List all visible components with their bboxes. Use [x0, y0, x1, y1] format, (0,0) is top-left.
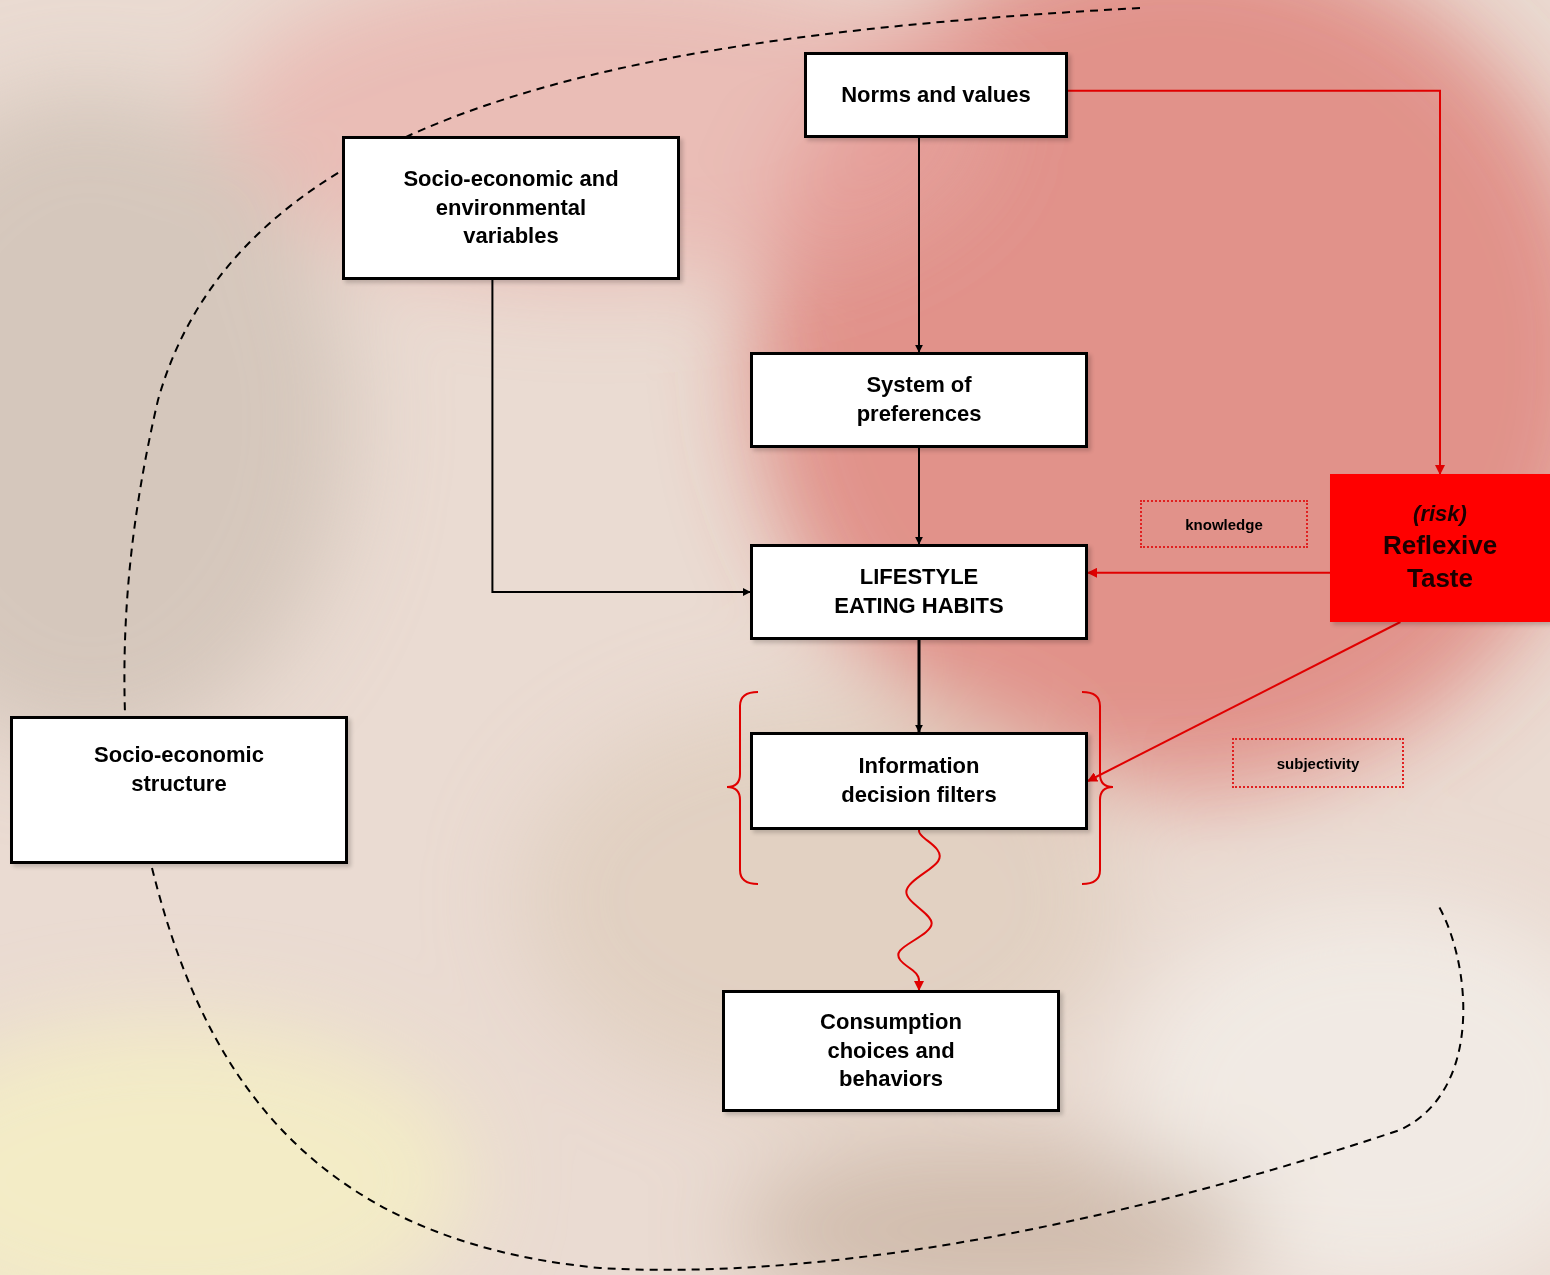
- node-text: Information decision filters: [814, 752, 1024, 809]
- nut-blob: [740, 1140, 1260, 1275]
- tomato-blob: [750, 0, 1550, 790]
- connector-arrow: [1068, 91, 1440, 474]
- pink-blob: [220, 0, 980, 280]
- qualifier-text: (risk): [1413, 500, 1467, 529]
- node-text: Socio-economic structure: [69, 741, 289, 798]
- dashed-boundary: [124, 8, 1140, 714]
- node-text: Consumption choices and behaviors: [796, 1008, 986, 1094]
- process-box: LIFESTYLE EATING HABITS: [750, 544, 1088, 640]
- highlight-box: (risk)Reflexive Taste: [1330, 474, 1550, 622]
- process-box: Consumption choices and behaviors: [722, 990, 1060, 1112]
- node-text: LIFESTYLE EATING HABITS: [824, 563, 1014, 620]
- lemon-blob: [0, 1020, 470, 1275]
- connector-arrow: [492, 280, 750, 592]
- edge-label: subjectivity: [1232, 738, 1404, 788]
- bowl-blob: [0, 90, 350, 750]
- process-box: Socio-economic structure: [10, 716, 348, 864]
- connector-arrow: [1088, 572, 1330, 574]
- edge-label: knowledge: [1140, 500, 1308, 548]
- process-box: Norms and values: [804, 52, 1068, 138]
- process-box: Socio-economic and environmental variabl…: [342, 136, 680, 280]
- node-text: Reflexive Taste: [1355, 529, 1525, 597]
- wavy-arrow: [898, 830, 939, 990]
- node-text: System of preferences: [809, 371, 1029, 428]
- node-text: Norms and values: [841, 81, 1031, 110]
- connector-arrow: [918, 640, 921, 732]
- node-text: Socio-economic and environmental variabl…: [386, 165, 636, 251]
- connector-arrow: [918, 138, 920, 352]
- dashed-boundary: [152, 868, 1463, 1270]
- process-box: System of preferences: [750, 352, 1088, 448]
- process-box: Information decision filters: [750, 732, 1088, 830]
- connector-arrow: [918, 448, 920, 544]
